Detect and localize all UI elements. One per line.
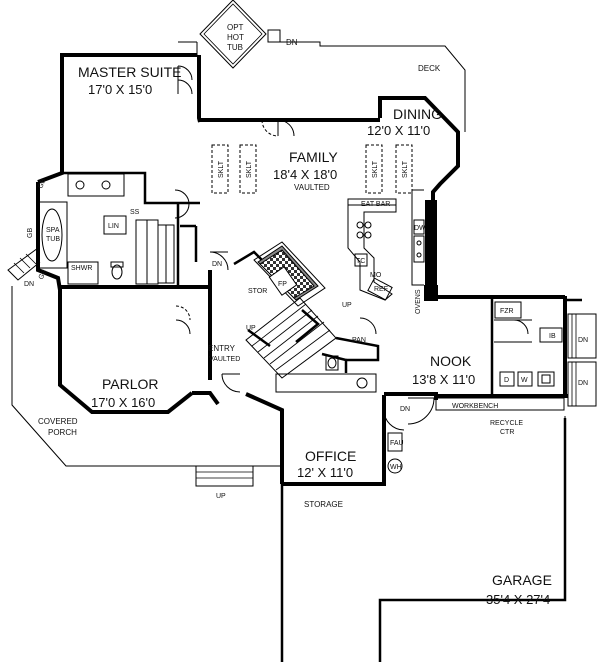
ref-label: REF (374, 286, 388, 293)
gb-label-3: GB (38, 268, 49, 281)
covered-porch: UP COVERED PORCH (11, 286, 282, 500)
office-dims: 12' X 11'0 (297, 465, 353, 480)
gb-label-1: GB (37, 177, 47, 189)
nook: NOOK 13'8 X 11'0 FZR IB D W DN DN DN (400, 298, 597, 425)
parlor-dims: 17'0 X 16'0 (91, 395, 155, 410)
garage-dims: 35'4 X 27'4 (486, 592, 550, 607)
gb-label-2: GB (27, 228, 34, 238)
hot-tub-label-2: HOT (227, 33, 244, 42)
nook-title: NOOK (430, 353, 472, 369)
mo-label: MO (370, 272, 382, 279)
dw-label: DW (414, 225, 426, 232)
garage-title: GARAGE (492, 572, 552, 588)
entry-dn: DN (212, 261, 222, 268)
recycle-label-2: CTR (500, 429, 514, 436)
stair-up-2: UP (342, 302, 352, 309)
skylight-3: SKLT (372, 160, 379, 178)
ib-label: IB (549, 333, 556, 340)
deck-stair-dn: DN (286, 38, 298, 47)
hot-tub: OPT HOT TUB (199, 0, 267, 69)
family-title: FAMILY (289, 149, 338, 165)
nook-dn: DN (400, 406, 410, 413)
family-vaulted: VAULTED (294, 183, 330, 192)
entry: ENTRY VAULTED DN (175, 251, 377, 393)
spa-tub-label-1: SPA (46, 227, 60, 234)
storage-under-stair: STOR (248, 288, 267, 295)
tc-label: TC (356, 258, 365, 265)
garage-step-dn-2: DN (578, 380, 588, 387)
deck-label: DECK (418, 64, 441, 73)
ovens-label: OVENS (415, 289, 422, 314)
family-dims: 18'4 X 18'0 (273, 167, 337, 182)
storage-label: STORAGE (304, 500, 343, 509)
spa-tub-label-2: TUB (46, 236, 60, 243)
fau-label: FAU (390, 440, 404, 447)
skylight-2: SKLT (246, 160, 253, 178)
fireplace-label: FP (278, 281, 287, 288)
eat-bar-label: EAT BAR (361, 201, 390, 208)
hot-tub-label-3: TUB (227, 43, 243, 52)
porch-label-2: PORCH (48, 428, 77, 437)
porch-stair-up: UP (216, 493, 226, 500)
side-stair-dn: DN (24, 281, 34, 288)
dining-dims: 12'0 X 11'0 (367, 123, 430, 138)
dining-room: DINING 12'0 X 11'0 (367, 106, 442, 138)
stair-up-1: UP (246, 325, 256, 332)
skylight-1: SKLT (218, 160, 225, 178)
master-suite-dims: 17'0 X 15'0 (88, 82, 152, 97)
office-title: OFFICE (305, 448, 356, 464)
ss-label: SS (130, 209, 140, 216)
garage-step-dn-1: DN (578, 337, 588, 344)
entry-vaulted: VAULTED (209, 356, 240, 363)
washer-label: W (521, 377, 528, 384)
workbench-label: WORKBENCH (452, 403, 498, 410)
spa-tub: SPA TUB (38, 201, 68, 269)
deck: OPT HOT TUB DN DECK (178, 0, 466, 132)
freezer-label: FZR (500, 308, 514, 315)
nook-dims: 13'8 X 11'0 (412, 372, 475, 387)
linen-label: LIN (108, 223, 119, 230)
kitchen: EAT BAR TC MO REF DW OVENS (347, 189, 426, 314)
shower-label: SHWR (71, 265, 92, 272)
entry-title: ENTRY (208, 344, 236, 353)
hot-tub-label-1: OPT (227, 23, 244, 32)
wh-label: WH (390, 464, 402, 471)
family-room: FAMILY 18'4 X 18'0 VAULTED SKLT SKLT SKL… (211, 119, 413, 194)
garage: STORAGE GARAGE 35'4 X 27'4 (304, 500, 552, 607)
fireplace-stairs: FP STOR UP UP PAN (233, 241, 380, 379)
pantry-label: PAN (352, 337, 366, 344)
master-suite: MASTER SUITE 17'0 X 15'0 LIN SS SPA TUB (27, 64, 200, 285)
side-stair: DN (7, 247, 41, 288)
parlor-title: PARLOR (102, 376, 159, 392)
master-suite-title: MASTER SUITE (78, 64, 181, 80)
exterior-walls (36, 53, 582, 662)
porch-label-1: COVERED (38, 417, 78, 426)
parlor: PARLOR 17'0 X 16'0 (91, 376, 159, 410)
skylight-4: SKLT (402, 160, 409, 178)
dining-title: DINING (393, 106, 442, 122)
recycle-label-1: RECYCLE (490, 420, 523, 427)
workbench: WORKBENCH RECYCLE CTR (435, 397, 566, 438)
dryer-label: D (504, 377, 509, 384)
office: OFFICE 12' X 11'0 FAU WH (297, 409, 405, 480)
